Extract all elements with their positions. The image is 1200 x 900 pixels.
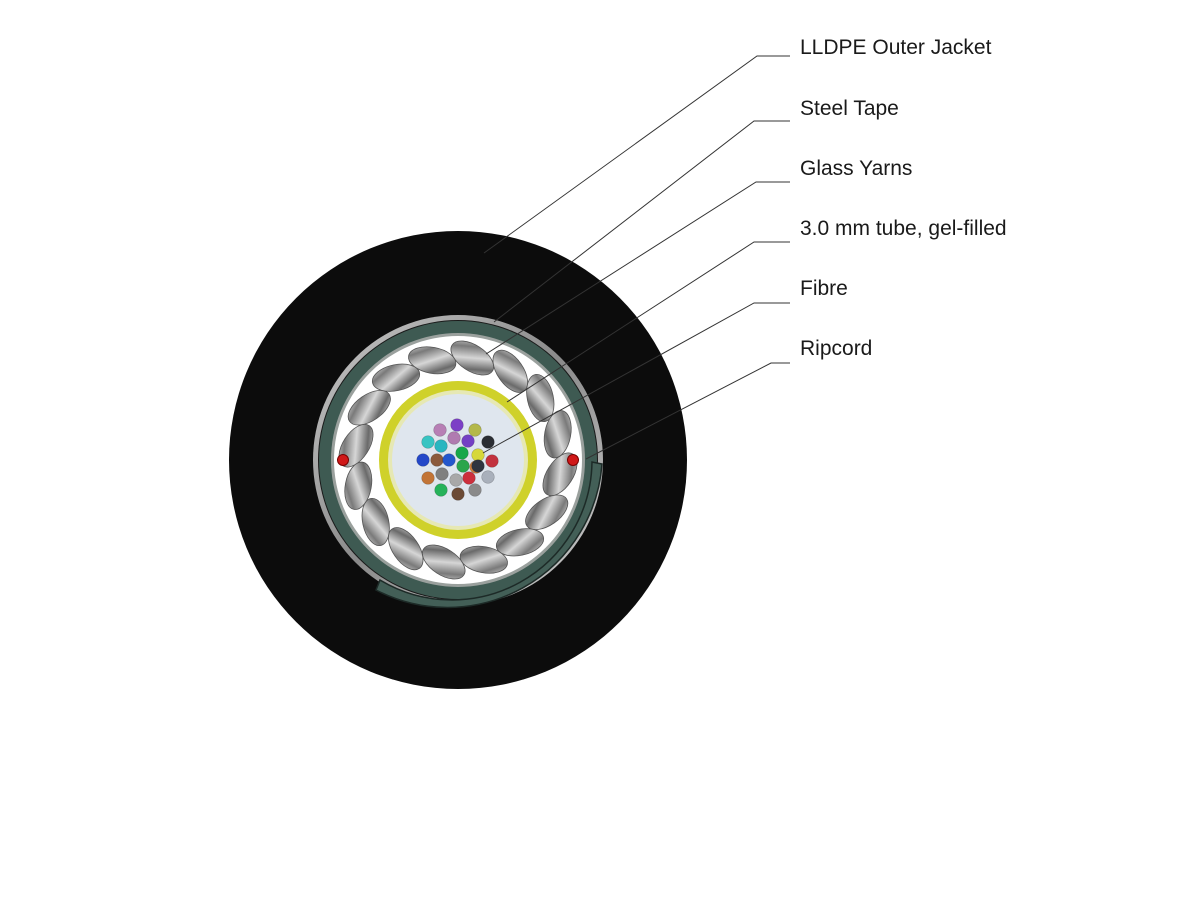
leader-line-outer-jacket — [483, 55, 790, 254]
glass-yarn-strand — [525, 494, 569, 531]
leader-line-ripcord — [585, 362, 790, 460]
label-steel-tape: Steel Tape — [800, 97, 899, 120]
fibre — [451, 487, 465, 501]
glass-yarn-strand — [543, 410, 572, 459]
glass-yarn-strand — [387, 527, 424, 571]
fibre — [468, 483, 482, 497]
fibre — [471, 459, 485, 473]
ripcord-right — [567, 454, 579, 466]
fibre — [433, 423, 447, 437]
label-ripcord: Ripcord — [800, 337, 873, 360]
fibre — [447, 431, 461, 445]
fibre — [430, 453, 444, 467]
glass-yarn-strand — [459, 545, 508, 574]
fibre — [481, 435, 495, 449]
glass-yarn-strand — [408, 346, 457, 375]
fibre — [434, 439, 448, 453]
armour-overlap — [375, 461, 603, 609]
fibre — [461, 434, 475, 448]
leader-line-glass-yarns — [485, 181, 790, 355]
gel-filling — [392, 394, 524, 526]
label-glass-yarns: Glass Yarns — [800, 157, 913, 180]
label-tube: 3.0 mm tube, gel-filled — [800, 217, 1007, 240]
fibre — [462, 471, 476, 485]
leader-line-steel-tape — [493, 120, 790, 323]
label-outer-jacket: LLDPE Outer Jacket — [800, 36, 992, 59]
fibre — [434, 483, 448, 497]
glass-yarn-strand — [526, 373, 555, 423]
fibre — [450, 418, 464, 432]
fibre — [468, 423, 482, 437]
fibre — [416, 453, 430, 467]
fibres — [416, 418, 499, 501]
fibre — [421, 435, 435, 449]
fibre — [421, 471, 435, 485]
leader-lines — [482, 55, 790, 460]
glass-yarn-strand — [344, 461, 373, 510]
leader-line-tube — [506, 241, 790, 403]
glass-yarn-strand — [361, 497, 390, 547]
fibre — [442, 453, 456, 467]
glass-yarn-strand — [450, 340, 495, 376]
glass-yarn-strand — [495, 528, 545, 557]
label-fibre: Fibre — [800, 277, 848, 300]
glass-yarn-strand — [371, 363, 421, 392]
fibre — [435, 467, 449, 481]
fibre — [455, 446, 469, 460]
glass-yarn-strand — [421, 544, 466, 580]
glass-yarn-strand — [347, 389, 391, 426]
fibre — [449, 473, 463, 487]
ripcord-left — [337, 454, 349, 466]
fibre — [481, 470, 495, 484]
fibre — [456, 459, 470, 473]
leader-line-fibre — [482, 302, 790, 454]
fibre — [485, 454, 499, 468]
